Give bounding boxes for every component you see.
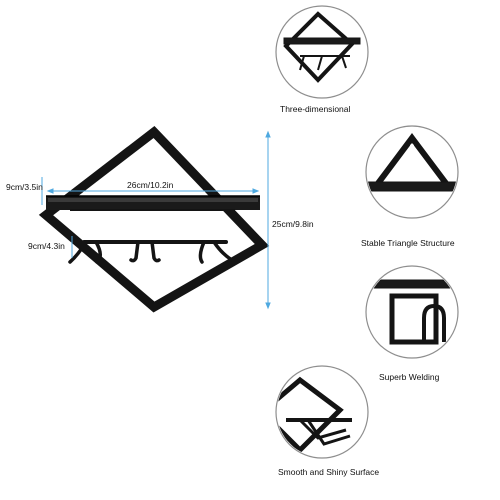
triangle-corner-detail-photo bbox=[365, 125, 459, 219]
feature-label-smooth-surface: Smooth and Shiny Surface bbox=[278, 467, 380, 477]
top-shelf bbox=[46, 195, 260, 211]
top-mount-hole bbox=[151, 139, 157, 145]
hook-bar bbox=[68, 240, 234, 264]
shelf-width-label: 26cm/10.2in bbox=[127, 180, 174, 190]
welding-detail-photo bbox=[365, 265, 459, 359]
hook-depth-label: 9cm/4.3in bbox=[28, 241, 65, 251]
shelf-3d-detail-photo bbox=[275, 5, 369, 99]
feature-label-superb-welding: Superb Welding bbox=[379, 372, 440, 382]
shelf-depth-label: 9cm/3.5in bbox=[6, 182, 43, 192]
bottom-mount-hole bbox=[151, 294, 157, 300]
hook-surface-detail-photo bbox=[275, 365, 369, 459]
feature-label-stable-triangle: Stable Triangle Structure bbox=[361, 238, 455, 248]
total-height-label: 25cm/9.8in bbox=[272, 219, 314, 229]
dimension-lines bbox=[41, 130, 271, 310]
feature-label-three-dimensional: Three-dimensional bbox=[280, 104, 351, 114]
